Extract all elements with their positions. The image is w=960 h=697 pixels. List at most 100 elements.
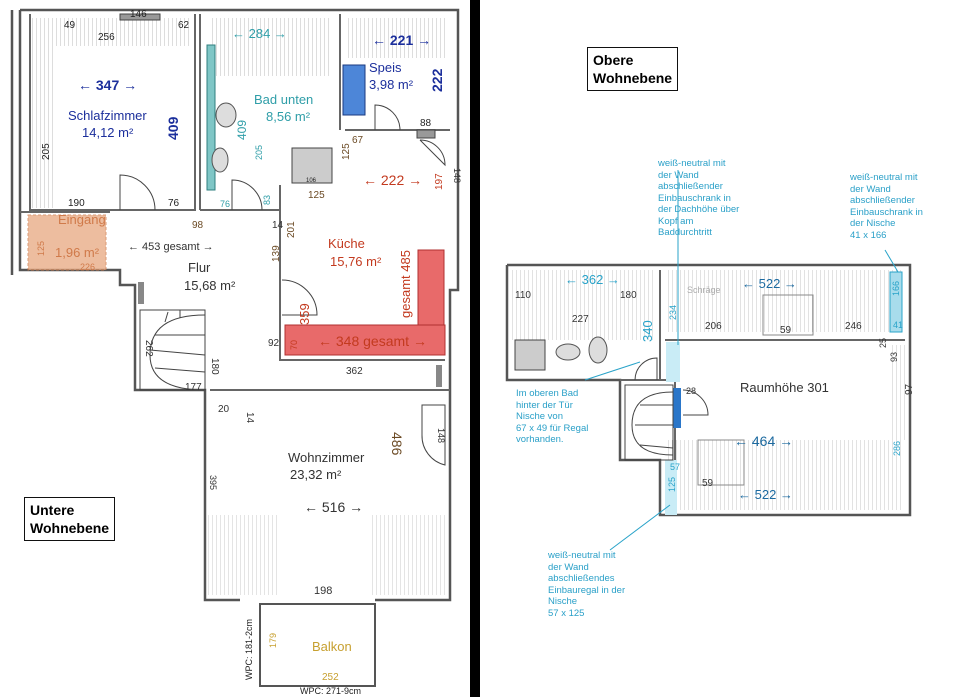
dim-49: 49 <box>64 20 76 31</box>
dim-395: 395 <box>208 475 218 490</box>
upper-dim-522-top: ← 522 → <box>742 276 797 291</box>
callout-lines <box>584 170 899 551</box>
doors <box>119 104 446 466</box>
dim-226: 226 <box>80 262 95 272</box>
note-line: der Wand <box>850 183 891 195</box>
dim-284: ← 284 → <box>232 26 287 41</box>
note-bath-niche: Im oberen Bad hinter der Tür Nische von … <box>516 388 588 446</box>
dim-20: 20 <box>218 404 230 415</box>
pantry-name: Speis <box>369 60 402 75</box>
dim-14: 14 <box>272 220 284 231</box>
dim-362: 362 <box>346 366 363 377</box>
sink-icon <box>211 147 229 173</box>
dim-486: 486 <box>389 432 405 456</box>
bath-area: 8,56 m² <box>266 109 311 124</box>
note-line: Einbauregal in der <box>548 584 626 596</box>
dim-148-living: 148 <box>436 428 446 443</box>
bath-tub <box>206 44 216 191</box>
heading-line-1: Untere <box>30 502 75 518</box>
note-line: abschließendes <box>548 573 615 584</box>
dim-205-bath: 205 <box>254 145 264 160</box>
upper-dim-25: 25 <box>878 338 888 348</box>
lower-floor-panel: 146 49 62 256 ← 347 → Schlafzimmer 14,12… <box>0 0 470 697</box>
heading-line-1: Obere <box>593 52 634 68</box>
dim-139: 139 <box>271 245 282 262</box>
slope-hatch <box>665 270 903 332</box>
kitchen-counter-bottom <box>284 324 446 356</box>
bath-name: Bad unten <box>254 92 313 107</box>
upper-dim-522-bottom: ← 522 → <box>738 487 793 502</box>
dim-262: 262 <box>143 340 154 357</box>
entry-name: Eingang <box>58 212 106 227</box>
upper-floor-heading: Obere Wohnebene <box>587 47 679 91</box>
dim-221: ← 221 → <box>372 32 431 48</box>
dim-146: 146 <box>130 9 147 20</box>
upper-slope-label: Schräge <box>687 285 721 295</box>
dim-359: 359 <box>297 303 312 325</box>
dim-67: 67 <box>352 135 364 146</box>
dim-198: 198 <box>314 585 332 597</box>
wpc-271: WPC: 271-9cm <box>300 686 361 696</box>
dim-125-kitchen: 125 <box>341 143 352 160</box>
cabinet-niche <box>889 271 903 333</box>
dim-485: gesamt 485 <box>398 250 413 318</box>
dim-222-kitchen: ← 222 → <box>363 172 422 188</box>
note-line: vorhanden. <box>516 434 564 445</box>
dim-516: ← 516 → <box>304 499 363 515</box>
shower-icon <box>514 339 546 371</box>
pantry-area: 3,98 m² <box>369 77 414 92</box>
note-line: der Dachhöhe über <box>658 204 740 215</box>
dim-205: 205 <box>41 143 52 160</box>
note-line: der Nische <box>850 218 896 229</box>
radiator <box>138 282 144 304</box>
upper-dim-206: 206 <box>705 321 722 332</box>
dim-106: 106 <box>306 178 317 184</box>
upper-staircase <box>624 384 674 461</box>
note-line: Baddurchtritt <box>658 227 712 238</box>
dim-14b: 14 <box>244 412 255 424</box>
note-line: weiß-neutral mit <box>658 158 726 169</box>
note-line: weiß-neutral mit <box>548 550 616 561</box>
upper-floor-panel: ← 362 → 110 180 227 340 234 ← 522 → Schr… <box>480 0 960 697</box>
note-line: 57 x 125 <box>548 607 585 619</box>
note-line: der Wand <box>548 561 589 573</box>
dim-148-kitchen: 148 <box>452 168 462 183</box>
staircase <box>139 309 206 391</box>
dim-88: 88 <box>420 118 432 129</box>
dim-180: 180 <box>209 358 220 375</box>
dim-409-bedroom: 409 <box>165 116 181 140</box>
toilet-icon <box>588 336 608 364</box>
radiator <box>119 13 161 21</box>
upper-dim-93: 93 <box>889 352 899 362</box>
note-line: Kopf am <box>658 215 694 227</box>
upper-dim-125: 125 <box>667 477 677 492</box>
upper-dim-227: 227 <box>572 314 589 325</box>
slope-hatch <box>32 18 192 46</box>
note-niche-cabinet: weiß-neutral mit der Wand abschließender… <box>850 172 923 241</box>
upper-dim-180: 180 <box>620 290 637 301</box>
heading-line-2: Wohnebene <box>30 520 110 536</box>
note-roof-cabinet: weiß-neutral mit der Wand abschließender… <box>658 158 739 239</box>
dim-347: ← 347 → <box>78 77 137 93</box>
bedroom-area: 14,12 m² <box>82 125 134 140</box>
dim-70: 70 <box>289 340 299 350</box>
radiator <box>436 365 442 387</box>
radiator <box>416 129 436 139</box>
dim-125-entry: 125 <box>36 241 46 256</box>
dim-190: 190 <box>68 198 85 209</box>
dim-177: 177 <box>185 382 202 393</box>
slope-hatch <box>370 515 446 595</box>
upper-dim-246: 246 <box>845 321 862 332</box>
door-swing <box>682 389 709 416</box>
slope-hatch <box>210 18 330 76</box>
note-line: abschließender <box>658 181 723 192</box>
toilet-icon <box>215 102 237 128</box>
kitchen-name: Küche <box>328 236 365 251</box>
entrance-area <box>27 214 107 271</box>
slope-hatch <box>510 270 656 340</box>
lower-floor-plan: 146 49 62 256 ← 347 → Schlafzimmer 14,12… <box>10 8 462 696</box>
upper-dim-97: 97 <box>904 383 915 395</box>
cabinet-passage <box>666 342 680 382</box>
upper-dim-41: 41 <box>893 320 903 330</box>
upper-dim-286: 286 <box>892 441 902 456</box>
